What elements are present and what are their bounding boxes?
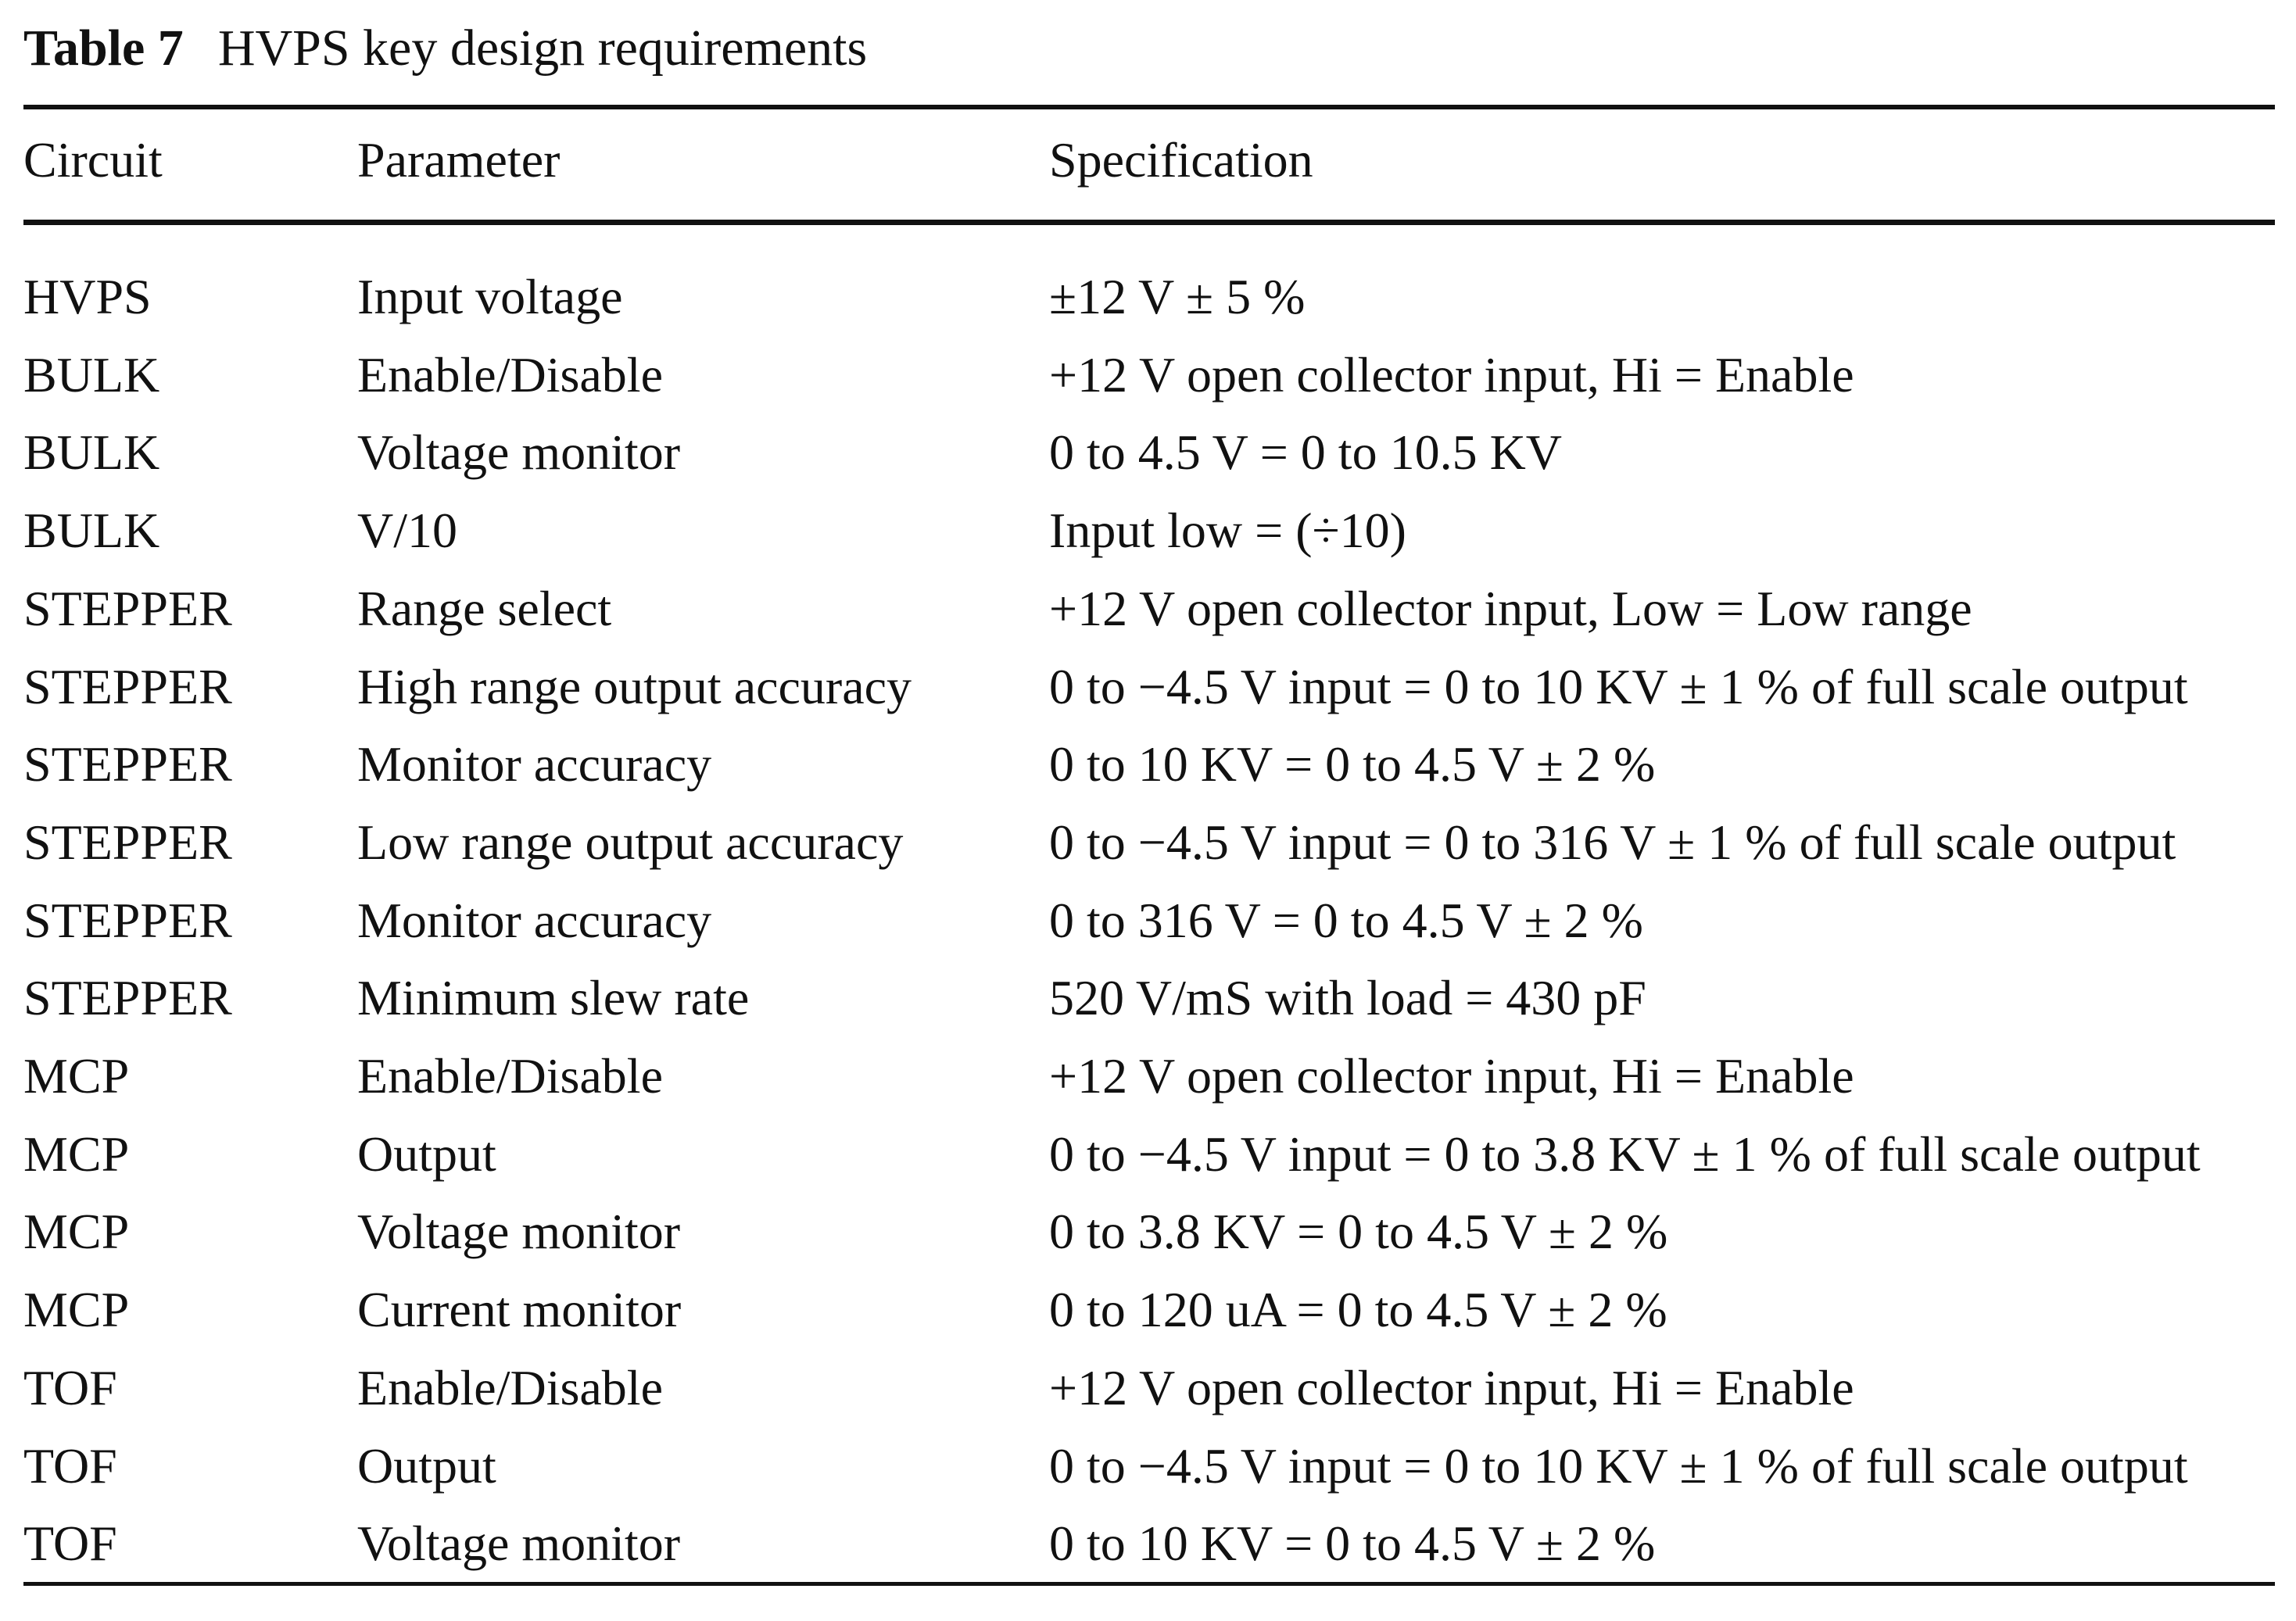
table-caption: Table 7 HVPS key design requirements [23, 17, 867, 80]
cell-circuit: STEPPER [23, 814, 232, 870]
cell-circuit: MCP [23, 1204, 130, 1259]
table-row: STEPPER Minimum slew rate 520 V/mS with lo… [23, 959, 2275, 1037]
cell-parameter: Input voltage [357, 269, 623, 324]
cell-specification: 0 to −4.5 V input = 0 to 10 KV ± 1 % of … [1049, 659, 2188, 714]
cell-specification: 0 to −4.5 V input = 0 to 3.8 KV ± 1 % of… [1049, 1126, 2201, 1182]
cell-circuit: MCP [23, 1282, 130, 1337]
cell-specification: 0 to 10 KV = 0 to 4.5 V ± 2 % [1049, 736, 1656, 792]
table-row: MCP Enable/Disable +12 V open collector in… [23, 1037, 2275, 1115]
cell-parameter: Enable/Disable [357, 1360, 663, 1415]
cell-circuit: TOF [23, 1360, 117, 1415]
cell-circuit: STEPPER [23, 970, 232, 1025]
cell-circuit: STEPPER [23, 893, 232, 948]
cell-specification: 520 V/mS with load = 430 pF [1049, 970, 1646, 1025]
table-row: TOF Voltage monitor 0 to 10 KV = 0 to 4.5 … [23, 1505, 2275, 1583]
cell-parameter: Current monitor [357, 1282, 682, 1337]
cell-specification: +12 V open collector input, Hi = Enable [1049, 1360, 1854, 1415]
cell-parameter: Enable/Disable [357, 1048, 663, 1104]
table-row: BULK V/10 Input low = (÷10) [23, 492, 2275, 570]
cell-specification: ±12 V ± 5 % [1049, 269, 1306, 324]
column-header-circuit: Circuit [23, 132, 163, 188]
table-row: BULK Enable/Disable +12 V open collector i… [23, 336, 2275, 414]
table-header-rule [23, 220, 2275, 225]
table-top-rule [23, 105, 2275, 109]
cell-parameter: Voltage monitor [357, 424, 680, 480]
table-row: BULK Voltage monitor 0 to 4.5 V = 0 to 10.… [23, 413, 2275, 492]
cell-specification: 0 to 4.5 V = 0 to 10.5 KV [1049, 424, 1562, 480]
cell-specification: 0 to −4.5 V input = 0 to 316 V ± 1 % of … [1049, 814, 2176, 870]
cell-parameter: V/10 [357, 503, 457, 558]
cell-circuit: BULK [23, 424, 160, 480]
cell-parameter: Output [357, 1126, 496, 1182]
table-row: HVPS Input voltage ±12 V ± 5 % [23, 258, 2275, 336]
cell-parameter: Enable/Disable [357, 347, 663, 403]
cell-parameter: Monitor accuracy [357, 736, 712, 792]
cell-circuit: TOF [23, 1438, 117, 1494]
cell-circuit: BULK [23, 347, 160, 403]
cell-specification: Input low = (÷10) [1049, 503, 1406, 558]
table-row: STEPPER Range select +12 V open collector … [23, 570, 2275, 648]
cell-parameter: Range select [357, 581, 612, 636]
table-row: STEPPER Monitor accuracy 0 to 10 KV = 0 to… [23, 725, 2275, 803]
table-row: TOF Output 0 to −4.5 V input = 0 to 10 KV … [23, 1427, 2275, 1505]
cell-specification: +12 V open collector input, Hi = Enable [1049, 347, 1854, 403]
cell-parameter: Low range output accuracy [357, 814, 904, 870]
column-header-parameter: Parameter [357, 132, 561, 188]
table-caption-label: Table 7 [23, 20, 184, 77]
cell-parameter: Voltage monitor [357, 1515, 680, 1571]
column-header-specification: Specification [1049, 132, 1313, 188]
table-header-row: Circuit Parameter Specification [23, 121, 2275, 199]
cell-specification: 0 to 120 uA = 0 to 4.5 V ± 2 % [1049, 1282, 1667, 1337]
table-row: STEPPER High range output accuracy 0 to −4… [23, 648, 2275, 726]
table-caption-text: HVPS key design requirements [217, 20, 868, 77]
table-row: STEPPER Low range output accuracy 0 to −4.… [23, 803, 2275, 882]
cell-parameter: Monitor accuracy [357, 893, 712, 948]
table-bottom-rule [23, 1582, 2275, 1586]
cell-circuit: TOF [23, 1515, 117, 1571]
cell-specification: 0 to 316 V = 0 to 4.5 V ± 2 % [1049, 893, 1643, 948]
cell-circuit: MCP [23, 1126, 130, 1182]
cell-circuit: MCP [23, 1048, 130, 1104]
cell-circuit: STEPPER [23, 659, 232, 714]
cell-parameter: Output [357, 1438, 496, 1494]
table-row: MCP Current monitor 0 to 120 uA = 0 to 4.5… [23, 1271, 2275, 1349]
cell-circuit: STEPPER [23, 581, 232, 636]
cell-specification: 0 to −4.5 V input = 0 to 10 KV ± 1 % of … [1049, 1438, 2188, 1494]
table-row: STEPPER Monitor accuracy 0 to 316 V = 0 to… [23, 882, 2275, 960]
cell-circuit: STEPPER [23, 736, 232, 792]
cell-circuit: BULK [23, 503, 160, 558]
cell-specification: +12 V open collector input, Low = Low ra… [1049, 581, 1972, 636]
table-row: TOF Enable/Disable +12 V open collector in… [23, 1349, 2275, 1427]
table-row: MCP Output 0 to −4.5 V input = 0 to 3.8 KV… [23, 1115, 2275, 1193]
cell-parameter: Voltage monitor [357, 1204, 680, 1259]
cell-circuit: HVPS [23, 269, 152, 324]
cell-specification: +12 V open collector input, Hi = Enable [1049, 1048, 1854, 1104]
cell-specification: 0 to 3.8 KV = 0 to 4.5 V ± 2 % [1049, 1204, 1668, 1259]
cell-parameter: Minimum slew rate [357, 970, 750, 1025]
cell-specification: 0 to 10 KV = 0 to 4.5 V ± 2 % [1049, 1515, 1656, 1571]
cell-parameter: High range output accuracy [357, 659, 912, 714]
table-row: MCP Voltage monitor 0 to 3.8 KV = 0 to 4.5… [23, 1193, 2275, 1271]
